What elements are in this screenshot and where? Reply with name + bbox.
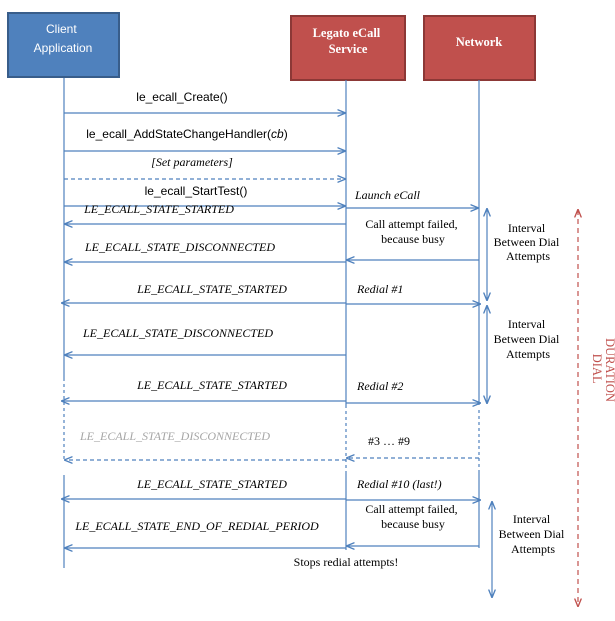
note-fail-1: Call attempt failed, because busy	[365, 217, 460, 246]
note-interval-2: Interval Between Dial Attempts	[494, 317, 563, 361]
service-label: Legato eCall Service	[313, 26, 384, 56]
label-disconnected-3: LE_ECALL_STATE_DISCONNECTED	[79, 429, 270, 443]
label-disconnected-1: LE_ECALL_STATE_DISCONNECTED	[84, 240, 275, 254]
note-interval-3: Interval Between Dial Attempts	[499, 512, 568, 556]
dial-duration-label: DIAL DURATION	[590, 338, 615, 402]
label-started-3: LE_ECALL_STATE_STARTED	[136, 378, 287, 392]
label-redial-1: Redial #1	[356, 282, 403, 296]
label-start-test: le_ecall_StartTest()	[145, 184, 248, 198]
note-fail-2: Call attempt failed, because busy	[365, 502, 460, 531]
label-disconnected-2: LE_ECALL_STATE_DISCONNECTED	[82, 326, 273, 340]
message-arrows	[62, 113, 480, 548]
lifelines	[63, 78, 480, 568]
label-started-4: LE_ECALL_STATE_STARTED	[136, 477, 287, 491]
label-stops: Stops redial attempts!	[294, 555, 399, 569]
client-label: Client Application	[34, 22, 93, 55]
label-add-handler: le_ecall_AddStateChangeHandler(cb)	[86, 127, 287, 141]
label-started-1: LE_ECALL_STATE_STARTED	[83, 202, 234, 216]
interval-brackets	[487, 209, 492, 597]
label-redial-2: Redial #2	[356, 379, 403, 393]
label-started-2: LE_ECALL_STATE_STARTED	[136, 282, 287, 296]
network-label: Network	[456, 35, 503, 49]
participant-client: Client Application	[7, 12, 120, 78]
label-redial-10: Redial #10 (last!)	[356, 477, 442, 491]
label-create: le_ecall_Create()	[136, 90, 227, 104]
participant-network: Network	[423, 15, 536, 81]
label-end-of-redial: LE_ECALL_STATE_END_OF_REDIAL_PERIOD	[74, 519, 319, 533]
label-launch: Launch eCall	[354, 188, 421, 202]
participant-service: Legato eCall Service	[290, 15, 406, 81]
label-redial-3-9: #3 … #9	[368, 434, 410, 448]
note-interval-1: Interval Between Dial Attempts	[494, 221, 563, 263]
label-set-params: [Set parameters]	[151, 155, 233, 169]
svg-text:DIAL DURATION: DIAL DURATION	[590, 338, 615, 402]
